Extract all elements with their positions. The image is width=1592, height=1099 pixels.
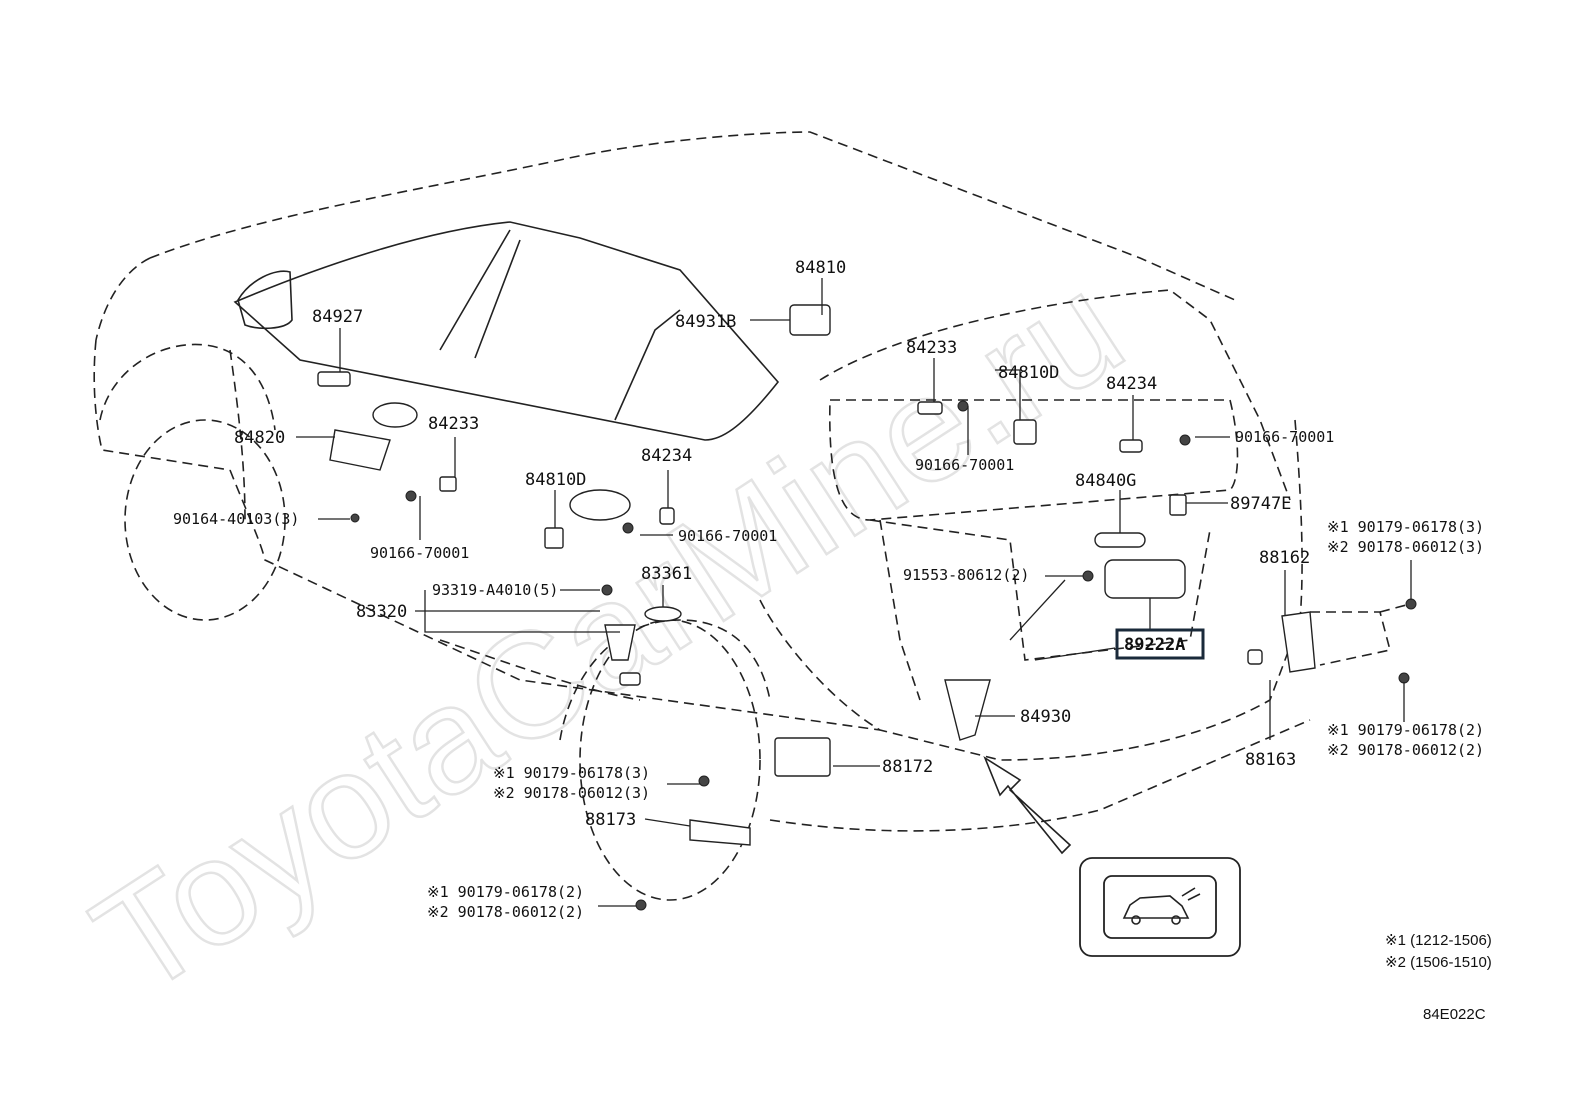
label-84810D-a: 84810D	[525, 470, 586, 490]
label-90166-a: 90166-70001	[1235, 428, 1334, 446]
part-84931B-shape	[789, 304, 831, 336]
part-84810D-b-shape	[1013, 419, 1037, 445]
label-84233-a: 84233	[906, 338, 957, 358]
nut-a-shape	[698, 775, 710, 787]
label-90166-c: 90166-70001	[678, 527, 777, 545]
part-89747E-shape	[1169, 494, 1187, 516]
label-84930: 84930	[1020, 707, 1071, 727]
label-90166-d: 90166-70001	[370, 544, 469, 562]
label-88163: 88163	[1245, 750, 1296, 770]
note-bottom-2: ※2 90178-06012(2)	[427, 903, 584, 921]
label-88173: 88173	[585, 810, 636, 830]
bolt-c-shape	[622, 522, 634, 534]
label-84931B: 84931B	[675, 312, 736, 332]
label-84840G: 84840G	[1075, 471, 1136, 491]
bolt-e-shape	[957, 400, 969, 412]
note-bottom-1: ※1 90179-06178(2)	[427, 883, 584, 901]
label-84233-b: 84233	[428, 414, 479, 434]
part-88172-shape	[774, 737, 831, 777]
part-shapes	[317, 304, 1417, 911]
part-84930-shape	[944, 679, 991, 741]
label-88172: 88172	[882, 757, 933, 777]
part-84820-shape	[329, 429, 391, 471]
label-91553: 91553-80612(2)	[903, 566, 1029, 584]
label-83320: 83320	[356, 602, 407, 622]
part-labels: 84810 84931B 84927 84233 84810D 84234 84…	[173, 258, 1334, 830]
leader-lines	[296, 278, 1412, 907]
label-84927: 84927	[312, 307, 363, 327]
part-88162-shape	[1281, 611, 1316, 673]
bolt-b-shape	[350, 513, 360, 523]
nut-c-shape	[1405, 598, 1417, 610]
part-84234-a-shape	[659, 507, 675, 525]
legend-row-2: ※2 (1506-1510)	[1385, 954, 1492, 971]
part-88173-shape	[689, 819, 751, 846]
bolt-d-shape	[601, 584, 613, 596]
label-90164: 90164-40103(3)	[173, 510, 299, 528]
note-right-bottom-1: ※1 90179-06178(2)	[1327, 721, 1484, 739]
bolt-a-shape	[405, 490, 417, 502]
label-89222A: 89222A	[1124, 635, 1185, 655]
label-84810D-b: 84810D	[998, 363, 1059, 383]
part-83320-shape	[604, 624, 636, 661]
part-84840G-shape	[1094, 532, 1146, 548]
part-83361-shape	[644, 606, 682, 622]
part-84233-b-shape	[439, 476, 457, 492]
label-89747E: 89747E	[1230, 494, 1291, 514]
label-83361: 83361	[641, 564, 692, 584]
part-handle-shape	[372, 402, 418, 428]
view-arrow	[983, 756, 1072, 855]
label-90166-b: 90166-70001	[915, 456, 1014, 474]
nut-d-shape	[1398, 672, 1410, 684]
label-84234-b: 84234	[1106, 374, 1157, 394]
label-88162: 88162	[1259, 548, 1310, 568]
note-mid-1: ※1 90179-06178(3)	[493, 764, 650, 782]
figure-code: 84E022C	[1423, 1006, 1486, 1023]
part-handle2-shape	[569, 489, 631, 521]
note-right-top-1: ※1 90179-06178(3)	[1327, 518, 1484, 536]
label-84234-a: 84234	[641, 446, 692, 466]
nut-b-shape	[635, 899, 647, 911]
legend: ※1 (1212-1506) ※2 (1506-1510)	[1385, 932, 1492, 971]
part-84234-b-shape	[1119, 439, 1143, 453]
part-84233-a-shape	[917, 401, 943, 415]
part-pipe-shape	[619, 672, 641, 686]
switch-icon	[1079, 857, 1241, 957]
part-88163-shape	[1247, 649, 1263, 665]
note-mid-2: ※2 90178-06012(3)	[493, 784, 650, 802]
note-right-top-2: ※2 90178-06012(3)	[1327, 538, 1484, 556]
part-84927-shape	[317, 371, 351, 387]
highlight-box	[1115, 628, 1205, 660]
bolt-f-shape	[1179, 434, 1191, 446]
part-84810D-a-shape	[544, 527, 564, 549]
part-89222A-shape	[1104, 559, 1186, 599]
fastener-notes: ※1 90179-06178(3) ※2 90178-06012(3) ※1 9…	[427, 518, 1484, 921]
legend-row-1: ※1 (1212-1506)	[1385, 932, 1492, 949]
label-93319: 93319-A4010(5)	[432, 581, 558, 599]
note-right-bottom-2: ※2 90178-06012(2)	[1327, 741, 1484, 759]
bolt-g-shape	[1082, 570, 1094, 582]
label-84820: 84820	[234, 428, 285, 448]
label-84810: 84810	[795, 258, 846, 278]
